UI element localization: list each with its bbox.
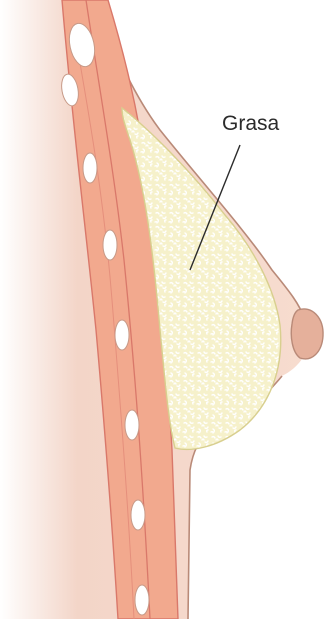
nipple [291, 309, 323, 359]
rib [115, 320, 129, 350]
rib [131, 500, 145, 530]
rib [135, 585, 149, 615]
rib [83, 153, 97, 183]
rib [125, 410, 139, 440]
rib [103, 230, 117, 260]
fat-label: Grasa [222, 112, 280, 135]
